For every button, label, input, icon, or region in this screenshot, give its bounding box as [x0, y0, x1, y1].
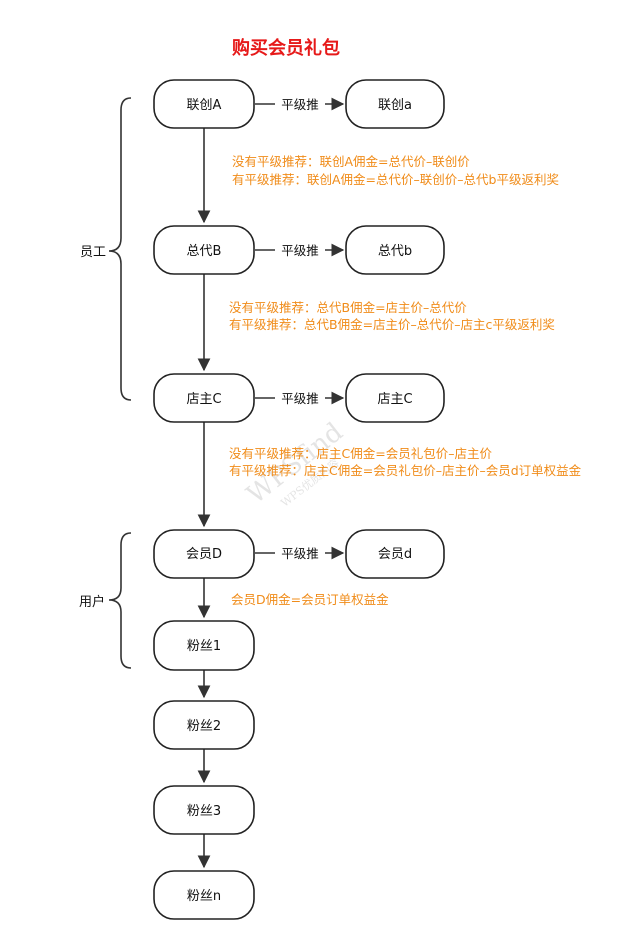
note-C-line1: 没有平级推荐：店主C佣金=会员礼包价–店主价 — [229, 446, 492, 461]
node-huiyuan-d: 会员d — [345, 529, 445, 579]
svg-text:会员D: 会员D — [186, 547, 222, 562]
svg-text:粉丝2: 粉丝2 — [187, 719, 221, 734]
svg-text:联创a: 联创a — [378, 98, 412, 113]
svg-text:会员d: 会员d — [378, 547, 412, 562]
edge-label-D: 平级推 — [281, 546, 319, 561]
node-zongdai-B: 总代B — [153, 225, 255, 275]
diagram-title: 购买会员礼包 — [232, 37, 340, 59]
node-fensi-2: 粉丝2 — [153, 700, 255, 750]
node-fensi-1: 粉丝1 — [153, 620, 255, 671]
svg-text:总代b: 总代b — [378, 244, 412, 259]
svg-text:粉丝1: 粉丝1 — [187, 639, 221, 654]
note-C-line2: 有平级推荐：店主C佣金=会员礼包价–店主价–会员d订单权益金 — [229, 463, 582, 478]
node-fensi-3: 粉丝3 — [153, 785, 255, 835]
node-fensi-n: 粉丝n — [153, 870, 255, 920]
note-A-line1: 没有平级推荐：联创A佣金=总代价–联创价 — [232, 154, 470, 169]
edge-label-B: 平级推 — [281, 243, 319, 258]
node-huiyuan-D: 会员D — [153, 529, 255, 579]
svg-text:店主C: 店主C — [186, 392, 221, 407]
node-dianzhu-C-peer: 店主C — [345, 373, 445, 423]
svg-text:粉丝n: 粉丝n — [187, 889, 221, 904]
node-dianzhu-C: 店主C — [153, 373, 255, 423]
svg-text:粉丝3: 粉丝3 — [187, 804, 221, 819]
brace-users — [108, 532, 132, 669]
edge-label-C: 平级推 — [281, 391, 319, 406]
svg-text:店主C: 店主C — [377, 392, 412, 407]
note-B-line2: 有平级推荐：总代B佣金=店主价–总代价–店主c平级返利奖 — [229, 317, 555, 332]
brace-staff — [108, 97, 132, 401]
node-lianchuang-a: 联创a — [345, 79, 445, 129]
note-B-line1: 没有平级推荐：总代B佣金=店主价–总代价 — [229, 300, 467, 315]
node-zongdai-b: 总代b — [345, 225, 445, 275]
group-label-staff: 员工 — [80, 245, 106, 260]
note-D-line1: 会员D佣金=会员订单权益金 — [231, 592, 389, 607]
node-lianchuang-A: 联创A — [153, 79, 255, 129]
note-A-line2: 有平级推荐：联创A佣金=总代价–联创价–总代b平级返利奖 — [232, 172, 559, 187]
edge-label-A: 平级推 — [281, 97, 319, 112]
svg-text:总代B: 总代B — [187, 244, 222, 259]
svg-text:联创A: 联创A — [187, 98, 222, 113]
group-label-users: 用户 — [79, 594, 105, 610]
